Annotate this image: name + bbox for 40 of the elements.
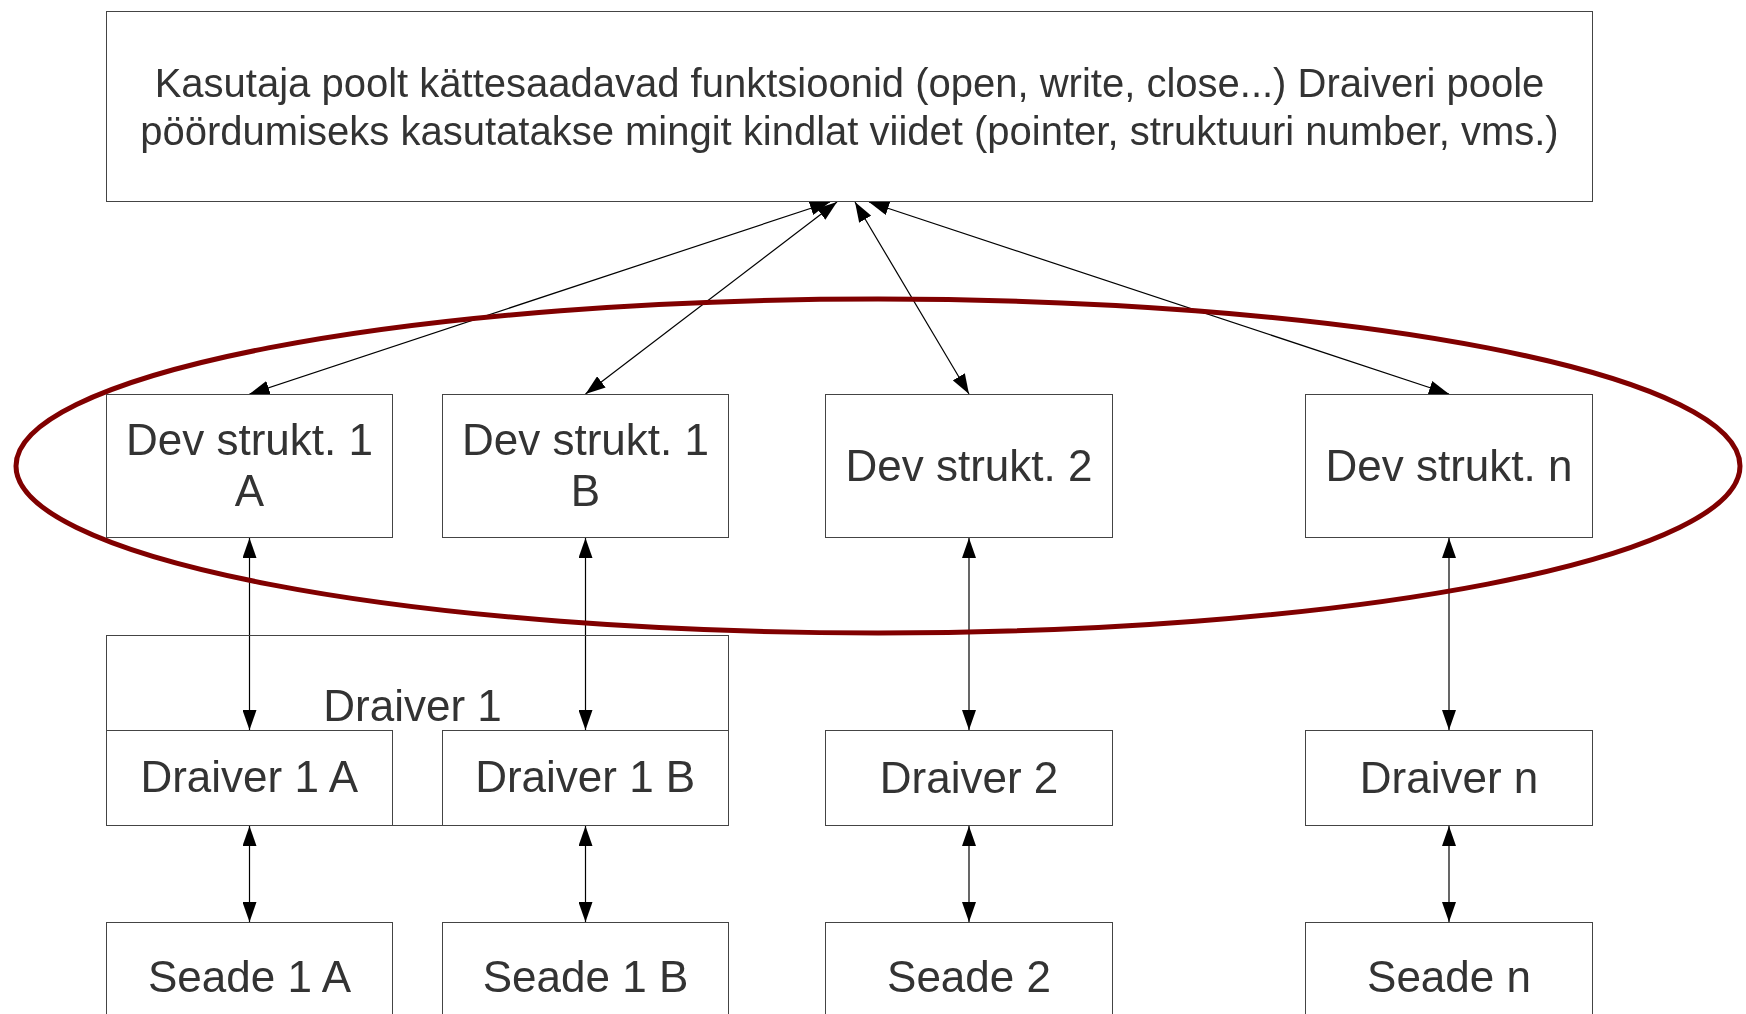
process-box xyxy=(442,394,729,538)
box-label: Seade 1 B xyxy=(482,952,689,1002)
double-arrow xyxy=(854,201,970,395)
box-label: Seade 2 xyxy=(887,952,1051,1002)
process-box xyxy=(825,730,1113,826)
process-box xyxy=(442,922,729,1014)
process-box xyxy=(1305,394,1593,538)
process-box xyxy=(106,11,1593,202)
double-arrow xyxy=(962,537,976,731)
double-arrow xyxy=(578,825,593,923)
box-label: Dev strukt. 1 A xyxy=(125,415,374,517)
double-arrow xyxy=(242,537,257,731)
box-label: Draiver 1 B xyxy=(475,753,696,802)
process-box xyxy=(1305,730,1593,826)
group-box xyxy=(106,635,729,826)
process-box xyxy=(1305,922,1593,1014)
box-label: Seade n xyxy=(1367,952,1531,1002)
process-box xyxy=(441,729,729,826)
double-arrow xyxy=(578,537,593,731)
double-arrow xyxy=(248,201,831,395)
process-box xyxy=(825,394,1113,538)
box-label: Dev strukt. 1 B xyxy=(461,415,710,517)
process-box xyxy=(105,729,393,826)
box-label: Seade 1 A xyxy=(147,952,352,1002)
box-label: Kasutaja poolt kättesaadavad funktsioonid (open, write, close...) Draiveri poole pöördumiseks kasutatakse mingit kindlat viidet (pointer, struktuuri number, vms.) xyxy=(139,59,1560,155)
box-label: Draiver 1 A xyxy=(140,753,358,802)
double-arrow xyxy=(584,201,838,395)
double-arrow xyxy=(868,201,1450,395)
process-box xyxy=(825,922,1113,1014)
double-arrow xyxy=(242,825,257,923)
box-label: Dev strukt. n xyxy=(1325,440,1573,492)
box-label: Draiver 2 xyxy=(879,753,1059,803)
process-box xyxy=(106,922,393,1014)
double-arrow xyxy=(962,825,976,923)
double-arrow xyxy=(1442,537,1456,731)
double-arrow xyxy=(1442,825,1456,923)
box-label: Draiver n xyxy=(1359,753,1539,803)
process-box xyxy=(106,394,393,538)
box-label: Dev strukt. 2 xyxy=(845,440,1093,492)
box-label: Draiver 1 xyxy=(323,682,502,731)
